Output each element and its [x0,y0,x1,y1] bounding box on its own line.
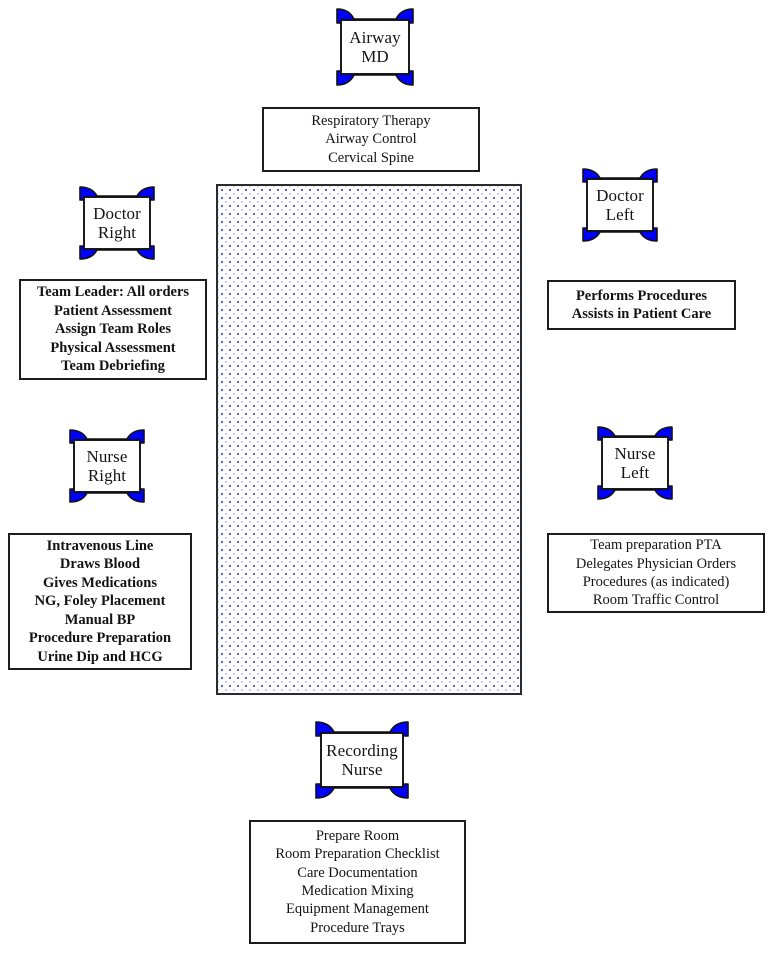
duty-line: Respiratory Therapy [311,112,431,129]
duty-line: Intravenous Line [46,538,154,555]
duty-line: Team Debriefing [61,358,165,375]
badge-spool-icon [315,721,409,799]
duty-line: Cervical Spine [328,149,414,166]
duty-line: Medication Mixing [301,883,414,899]
duty-line: Assign Team Roles [54,321,172,338]
duty-line: Airway Control [325,131,417,148]
duty-line: Team Leader: All orders [36,284,190,301]
badge-spool-icon [582,168,658,242]
duty-line: Draws Blood [59,556,141,573]
duty-line: Procedures (as indicated) [582,574,730,590]
role-badge-doctor-right[interactable]: Doctor Right [71,184,163,262]
duty-line: Prepare Room [315,827,400,844]
badge-spool-icon [336,8,414,86]
badge-spool-icon [69,429,145,503]
duty-line: Patient Assessment [53,302,172,319]
duty-line: Gives Medications [43,574,157,591]
role-badge-airway-md[interactable]: Airway MD [327,6,423,88]
role-badge-nurse-left[interactable]: Nurse Left [589,424,681,502]
duty-line: Care Documentation [297,864,418,881]
duty-line: Team preparation PTA [590,537,722,554]
duty-line: Physical Assessment [50,339,176,356]
role-badge-nurse-right[interactable]: Nurse Right [61,427,153,505]
duty-line: NG, Foley Placement [34,593,166,610]
role-badge-doctor-left[interactable]: Doctor Left [574,166,666,244]
duty-line: Delegates Physician Orders [575,555,737,572]
duty-line: Equipment Management [286,901,429,918]
duty-line: Procedure Trays [310,919,405,936]
badge-spool-icon [79,186,155,260]
duty-line: Room Preparation Checklist [275,846,440,863]
duty-line: Manual BP [64,611,136,628]
duty-line: Room Traffic Control [592,592,720,609]
duty-line: Performs Procedures [575,287,708,304]
duty-line: Procedure Preparation [28,630,172,647]
duty-line: Assists in Patient Care [571,306,712,322]
role-badge-recording-nurse[interactable]: Recording Nurse [305,719,419,801]
duty-line: Urine Dip and HCG [37,648,163,665]
badge-spool-icon [597,426,673,500]
patient-bed-area [216,184,522,695]
